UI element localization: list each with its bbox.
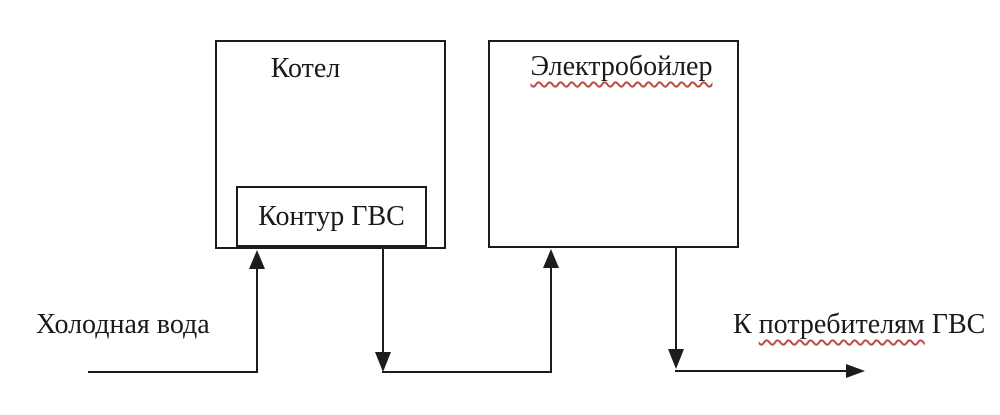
- cold-water-arrowhead-up-icon: [249, 250, 265, 269]
- boiler-to-electric-pipe-horizontal: [382, 371, 552, 373]
- boiler-out-pipe-vertical: [382, 249, 384, 353]
- boiler-out-arrowhead-down-icon: [375, 352, 391, 372]
- cold-water-pipe-horizontal: [88, 371, 258, 373]
- boiler-label: Котел: [270, 53, 341, 84]
- electric-boiler-label-text: Электробойлер: [530, 51, 713, 82]
- electric-in-pipe-vertical: [550, 267, 552, 373]
- consumers-label-misspelled-word: потребителям: [758, 309, 925, 340]
- cold-water-label: Холодная вода: [36, 309, 210, 340]
- dhw-circuit-label: Контур ГВС: [258, 201, 405, 232]
- cold-water-pipe-vertical: [256, 267, 258, 373]
- electric-boiler-label: Электробойлер: [498, 51, 745, 83]
- consumers-label-prefix: К: [733, 309, 752, 340]
- electric-boiler-box: Электробойлер: [488, 40, 739, 248]
- electric-in-arrowhead-up-icon: [543, 249, 559, 268]
- dhw-circuit-box: Контур ГВС: [236, 186, 427, 247]
- electric-out-pipe-vertical: [675, 248, 677, 350]
- output-pipe-horizontal: [675, 370, 847, 372]
- electric-out-arrowhead-down-icon: [668, 349, 684, 369]
- consumers-label: К потребителям ГВС: [733, 309, 985, 341]
- output-arrowhead-right-icon: [846, 364, 865, 378]
- consumers-label-suffix: ГВС: [931, 309, 986, 340]
